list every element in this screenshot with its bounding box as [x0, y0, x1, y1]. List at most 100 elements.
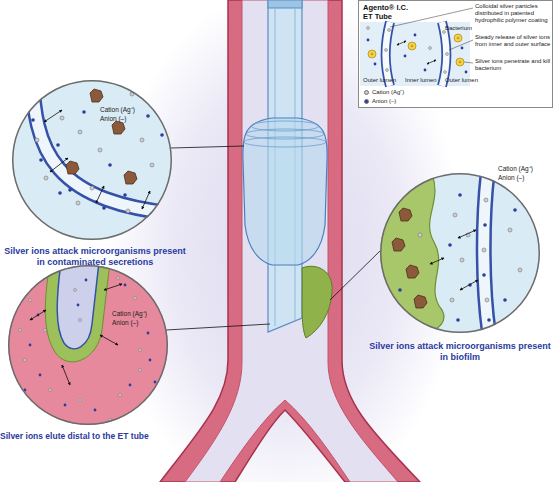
magnified-secretions	[76, 201, 80, 205]
magnified-distal	[8, 262, 168, 431]
inset-artwork	[408, 42, 416, 50]
magnified-distal	[77, 304, 80, 307]
magnified-secretions	[123, 193, 127, 197]
inset-artwork	[385, 49, 388, 52]
inset-artwork	[358, 0, 553, 108]
magnified-distal	[89, 429, 92, 432]
legend-swatch	[364, 90, 369, 95]
magnified-distal	[100, 335, 118, 345]
magnified-distal	[29, 344, 32, 347]
ion-label: Anion (–)	[112, 319, 162, 327]
magnified-distal	[74, 289, 77, 292]
magnified-distal	[144, 404, 147, 407]
tube-cuff	[243, 118, 327, 265]
region-label: Outer lumen	[363, 77, 399, 84]
magnified-secretions	[44, 110, 62, 122]
magnified-distal	[39, 374, 42, 377]
inset-artwork	[429, 47, 432, 50]
magnified-secretions	[126, 209, 130, 213]
magnified-secretions	[160, 133, 164, 137]
magnified-distal	[30, 284, 122, 385]
inset-artwork	[390, 8, 473, 63]
magnified-distal	[117, 277, 120, 280]
legend-item: Cation (Ag⁺)	[364, 88, 404, 96]
inset-artwork	[368, 50, 376, 58]
magnified-biofilm	[513, 208, 517, 212]
inset-artwork	[456, 58, 464, 66]
magnified-distal	[64, 404, 67, 407]
magnified-distal	[49, 389, 52, 392]
magnified-secretions	[108, 163, 112, 167]
inset-artwork	[397, 41, 406, 45]
magnified-secretions	[96, 186, 104, 203]
magnified-secretions	[31, 118, 35, 122]
legend-swatch	[364, 99, 369, 104]
inset-artwork	[360, 22, 470, 86]
magnified-biofilm	[460, 280, 478, 290]
magnified-secretions	[98, 148, 102, 152]
magnified-biofilm	[485, 298, 489, 302]
magnified-biofilm	[508, 228, 512, 232]
magnified-biofilm	[503, 298, 507, 302]
inset-artwork	[404, 55, 407, 58]
magnified-secretions	[32, 70, 190, 215]
magnified-biofilm	[484, 198, 488, 202]
magnified-biofilm	[392, 238, 405, 251]
magnified-distal	[44, 329, 47, 332]
magnified-secretions	[58, 191, 62, 195]
ion-label: Anion (–)	[498, 174, 548, 182]
magnified-secretions	[90, 89, 103, 102]
inset-artwork	[464, 62, 473, 63]
magnified-distal	[94, 409, 97, 412]
magnified-distal	[149, 359, 152, 362]
inset-artwork	[386, 22, 391, 86]
magnified-secretions	[12, 80, 172, 240]
magnified-biofilm	[484, 170, 490, 340]
magnified-distal	[79, 399, 82, 402]
magnified-distal	[104, 284, 122, 290]
magnified-distal	[19, 329, 22, 332]
ion-label: Cation (Ag⁺)	[100, 106, 162, 114]
magnified-biofilm	[430, 258, 444, 264]
magnified-secretions	[56, 143, 60, 147]
magnified-distal	[30, 310, 46, 320]
inset-artwork	[427, 60, 436, 64]
circle-outline	[8, 265, 168, 425]
magnified-distal	[147, 332, 150, 335]
magnified-distal	[129, 384, 132, 387]
magnified-biofilm	[518, 268, 522, 272]
magnified-biofilm	[450, 298, 454, 302]
ion-label: Cation (Ag⁺)	[498, 165, 548, 173]
magnified-secretions	[60, 116, 64, 120]
magnified-secretions	[12, 70, 190, 240]
cuff-ridge	[244, 137, 326, 147]
magnified-secretions	[150, 163, 154, 167]
magnified-biofilm	[460, 258, 464, 262]
region-label: Inner lumen	[405, 77, 441, 84]
circle-outline	[380, 173, 540, 333]
magnified-secretions	[146, 114, 150, 118]
inset-artwork	[444, 71, 447, 74]
region-label: Outer lumen	[445, 77, 481, 84]
inset-artwork	[465, 71, 468, 74]
magnified-secretions	[142, 191, 150, 209]
magnified-distal	[45, 262, 110, 362]
figure-caption: Silver ions attack microorganisms presen…	[368, 341, 552, 362]
callout-label: Steady release of silver ions from inner…	[475, 34, 552, 48]
magnified-biofilm	[430, 230, 478, 290]
magnified-secretions	[66, 161, 79, 174]
inset-artwork	[367, 27, 370, 30]
magnified-biofilm	[484, 170, 490, 340]
inset-artwork	[388, 29, 391, 32]
inset-artwork	[367, 39, 370, 42]
magnified-biofilm	[418, 233, 422, 237]
inset-artwork	[446, 53, 449, 56]
magnified-biofilm	[458, 193, 462, 197]
leader-line	[330, 250, 381, 300]
magnified-secretions	[78, 130, 82, 134]
inset-artwork	[449, 40, 473, 50]
magnified-secretions	[124, 171, 137, 184]
magnified-biofilm	[399, 208, 412, 221]
